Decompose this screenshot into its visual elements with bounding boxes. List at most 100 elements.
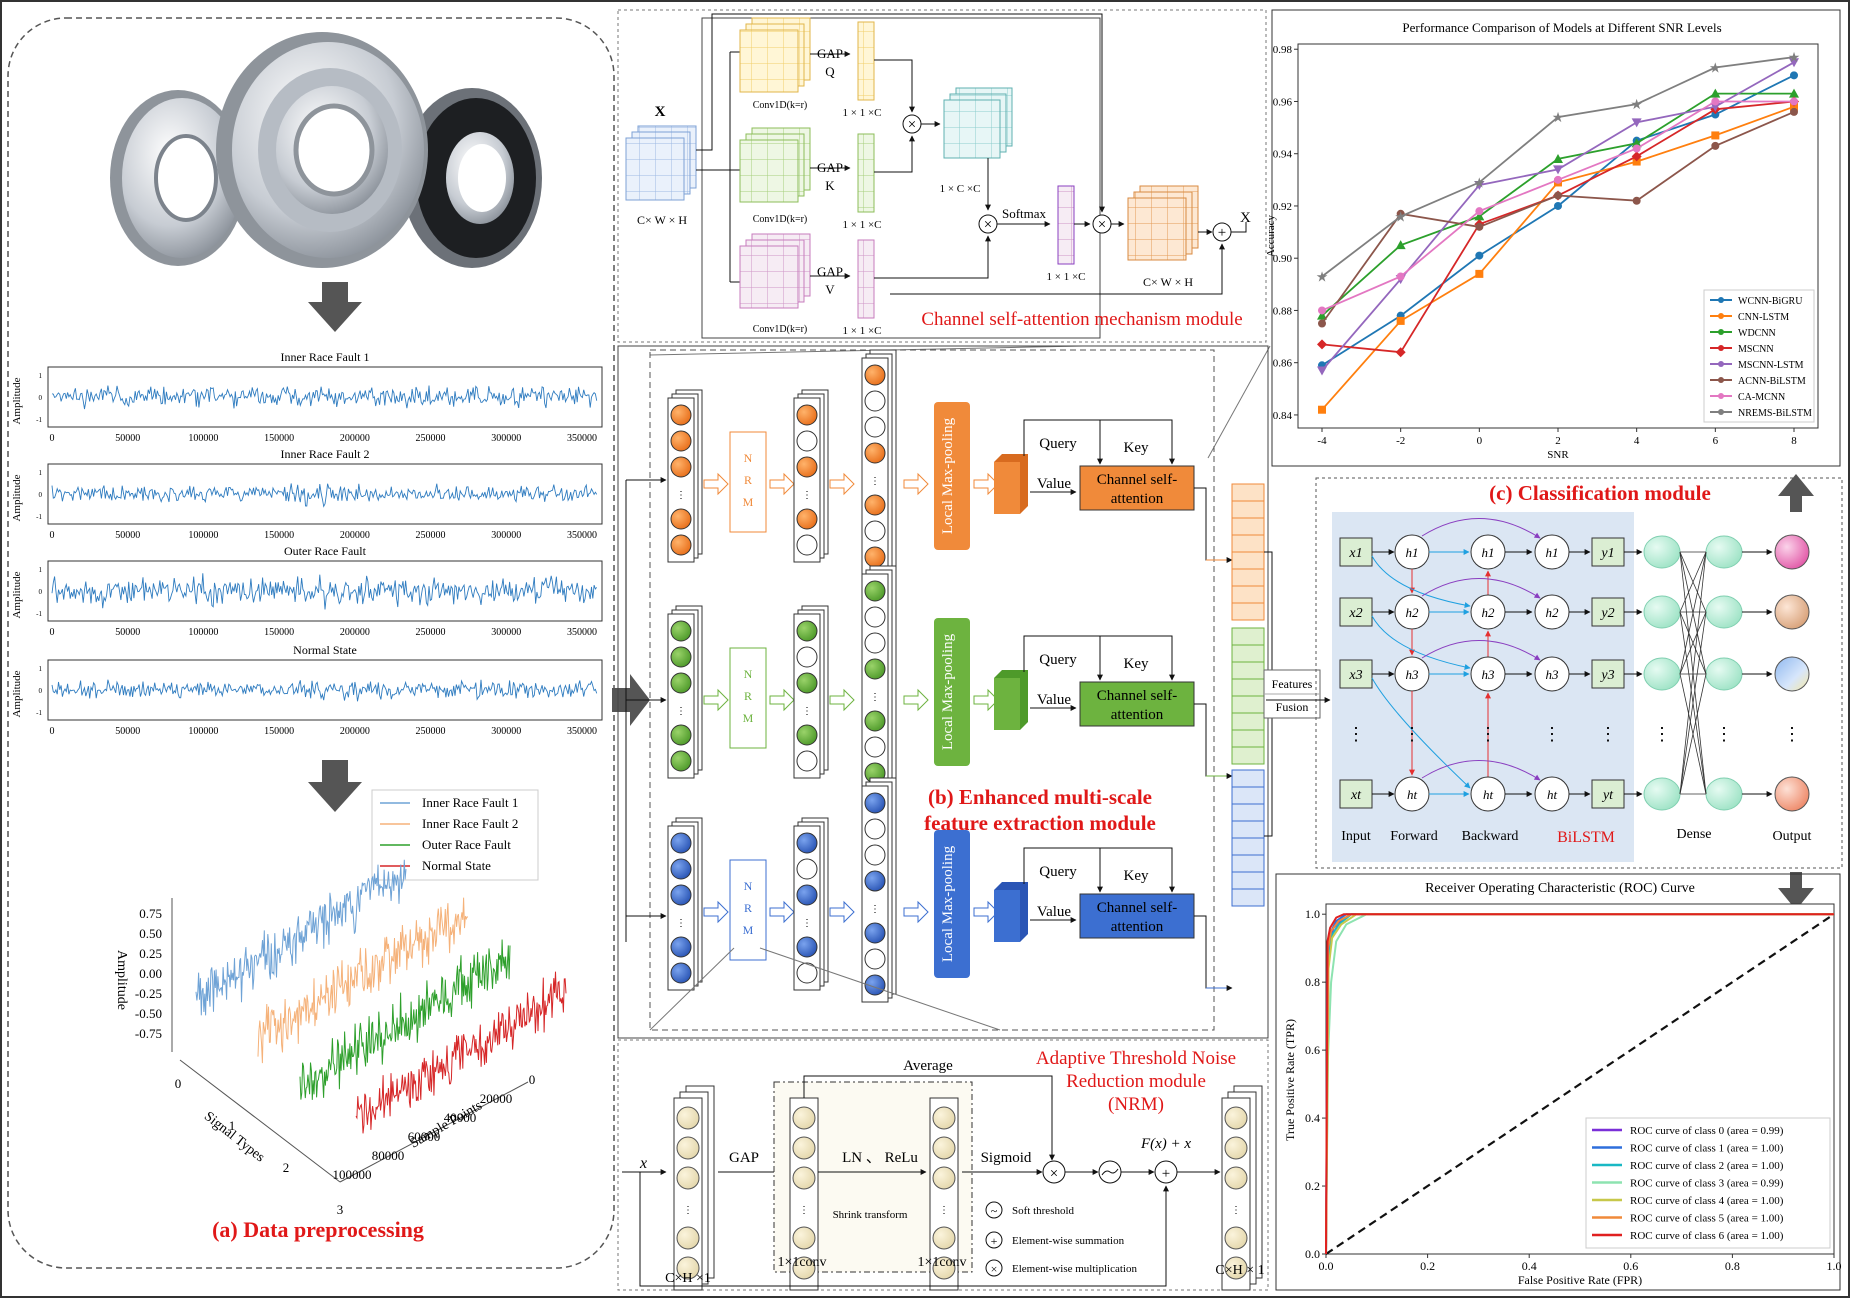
bilstm-label: BiLSTM xyxy=(1557,829,1615,846)
input-label: x1 xyxy=(1348,546,1362,561)
channel-self-attention-block xyxy=(1079,465,1195,511)
data-point xyxy=(1790,71,1798,80)
neuron xyxy=(796,832,818,854)
z-tick: -0.75 xyxy=(135,1026,162,1041)
signal-xtick: 0 xyxy=(50,530,55,541)
ellipsis-dots: ⋮ xyxy=(870,476,880,487)
y-tick: 40000 xyxy=(444,1110,477,1125)
signal-xtick: 0 xyxy=(50,627,55,638)
legend-glyph: + xyxy=(991,1234,998,1248)
query-label: Query xyxy=(1039,652,1077,668)
neuron xyxy=(796,750,818,772)
signal-xtick: 350000 xyxy=(567,433,597,444)
svg-text:+: + xyxy=(1218,225,1226,241)
classification-title: (c) Classification module xyxy=(1489,481,1711,505)
z-axis-label: Amplitude xyxy=(114,950,129,1010)
local-maxpool-label: Local Max-pooling xyxy=(940,633,956,750)
roc-legend-frame xyxy=(1585,1117,1831,1249)
data-point xyxy=(1711,141,1720,150)
x-tick-label: 4 xyxy=(1634,435,1640,447)
ellipsis-dots: ⋮ xyxy=(1599,724,1617,744)
neuron xyxy=(932,1226,956,1250)
neuron xyxy=(792,1106,816,1130)
data-point: ★ xyxy=(1788,51,1801,66)
data-point xyxy=(1475,269,1484,278)
hollow-arrow xyxy=(973,900,999,924)
hollow-arrow xyxy=(769,688,795,712)
signal-ytick: 1 xyxy=(39,566,43,574)
local-maxpool-block xyxy=(934,618,970,766)
x-tick: 0 xyxy=(175,1076,182,1091)
data-point xyxy=(1710,102,1721,112)
signal-xtick: 100000 xyxy=(188,726,218,737)
dense-neuron xyxy=(1705,595,1743,629)
data-point xyxy=(1318,306,1326,315)
hollow-arrow xyxy=(973,688,999,712)
query-label: Query xyxy=(1039,436,1077,452)
cross-arrow xyxy=(1371,677,1471,789)
svg-text:GAP: GAP xyxy=(817,160,843,175)
down-arrow-1 xyxy=(308,282,362,332)
forward-column-label: Forward xyxy=(1390,829,1437,844)
feature-cube-face xyxy=(994,678,1020,730)
conv-a-label: 1×1conv xyxy=(777,1255,826,1270)
svg-text:Conv1D(k=r): Conv1D(k=r) xyxy=(753,214,808,225)
nrm-input-x: x xyxy=(639,1155,647,1172)
neuron xyxy=(796,620,818,642)
query-line xyxy=(1023,635,1175,681)
hollow-arrow xyxy=(769,900,795,924)
x-tick-label: 6 xyxy=(1713,435,1719,447)
neuron xyxy=(670,456,692,478)
data-point xyxy=(1395,240,1406,250)
data-point xyxy=(1317,339,1327,350)
hollow-arrow xyxy=(973,472,999,496)
y-tick-label: 0.0 xyxy=(1305,1247,1320,1261)
signal-xtick: 300000 xyxy=(491,726,521,737)
y-tick-label: 0.86 xyxy=(1273,358,1293,370)
attention-vector xyxy=(1057,185,1075,265)
legend-label: WCNN-BiGRU xyxy=(1738,296,1803,307)
residual-line xyxy=(639,1172,1169,1287)
neuron xyxy=(670,724,692,746)
hollow-arrow xyxy=(903,472,929,496)
neuron xyxy=(796,404,818,426)
data-point: ★ xyxy=(1630,98,1643,113)
hidden-label: h2 xyxy=(1546,605,1560,620)
neuron xyxy=(670,672,692,694)
down-arrow-2 xyxy=(308,760,362,812)
legend-label: ROC curve of class 2 (area = 1.00) xyxy=(1630,1160,1784,1172)
neuron xyxy=(864,974,886,996)
neuron xyxy=(864,844,886,866)
data-point xyxy=(1475,222,1484,231)
dense-connection xyxy=(1679,551,1707,675)
ellipsis-dots: ⋮ xyxy=(802,918,812,929)
forward-label: h2 xyxy=(1406,605,1420,620)
signal-xtick: 300000 xyxy=(491,627,521,638)
signal-xtick: 350000 xyxy=(567,627,597,638)
y-tick-label: 0.96 xyxy=(1273,96,1293,108)
backward-label: h2 xyxy=(1482,605,1496,620)
neuron xyxy=(670,430,692,452)
nrm-letter: N xyxy=(744,451,753,465)
x-axis xyxy=(179,1059,341,1183)
signal-xtick: 0 xyxy=(50,726,55,737)
panel-nrm: Adaptive Threshold Noise Reduction modul… xyxy=(617,1039,1269,1291)
neuron xyxy=(932,1136,956,1160)
signal-xtick: 150000 xyxy=(264,726,294,737)
z-tick: -0.50 xyxy=(135,1006,162,1021)
ellipsis-dots: ⋮ xyxy=(676,490,686,501)
snr-chart-border xyxy=(1271,9,1841,467)
fusion-label: Fusion xyxy=(1276,700,1309,714)
query-label: Query xyxy=(1039,864,1077,880)
data-point xyxy=(1317,366,1327,376)
svg-text:C× W × H: C× W × H xyxy=(1143,275,1193,289)
legend-marker xyxy=(1718,313,1724,319)
x-tick-label: 2 xyxy=(1555,435,1561,447)
x-tick: 1 xyxy=(229,1118,236,1133)
neuron xyxy=(932,1106,956,1130)
csa-out-line xyxy=(1194,703,1224,777)
ellipsis-dots: ⋮ xyxy=(802,706,812,717)
